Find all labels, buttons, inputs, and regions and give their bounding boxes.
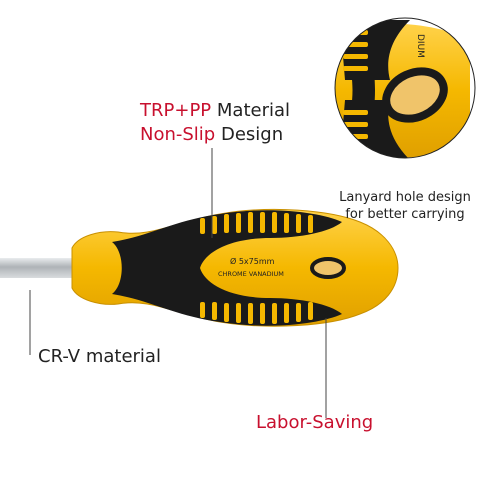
metal-shaft xyxy=(0,258,80,278)
nonslip-label-highlight: Non-Slip xyxy=(140,124,216,145)
screwdriver-handle: Ø 5x75mm CHROME VANADIUM xyxy=(71,208,399,327)
material-label-rest: Material xyxy=(211,100,291,121)
material-label: TRP+PP Material xyxy=(140,102,290,120)
nonslip-label: Non-Slip Design xyxy=(140,126,283,144)
material-label-highlight: TRP+PP xyxy=(140,100,212,121)
zoom-handle-text: DIUM xyxy=(415,34,425,58)
lanyard-label: Lanyard hole design for better carrying xyxy=(312,190,498,224)
labor-saving-label: Labor-Saving xyxy=(256,412,374,433)
lanyard-label-line1: Lanyard hole design xyxy=(339,190,471,205)
lanyard-hole xyxy=(310,257,346,279)
handle-brand-text: CHROME VANADIUM xyxy=(218,270,284,278)
nonslip-label-rest: Design xyxy=(215,124,284,145)
lanyard-label-line2: for better carrying xyxy=(345,206,465,222)
handle-size-text: Ø 5x75mm xyxy=(230,256,275,266)
crv-label: CR-V material xyxy=(38,346,161,367)
zoom-detail-circle: DIUM xyxy=(334,17,476,159)
